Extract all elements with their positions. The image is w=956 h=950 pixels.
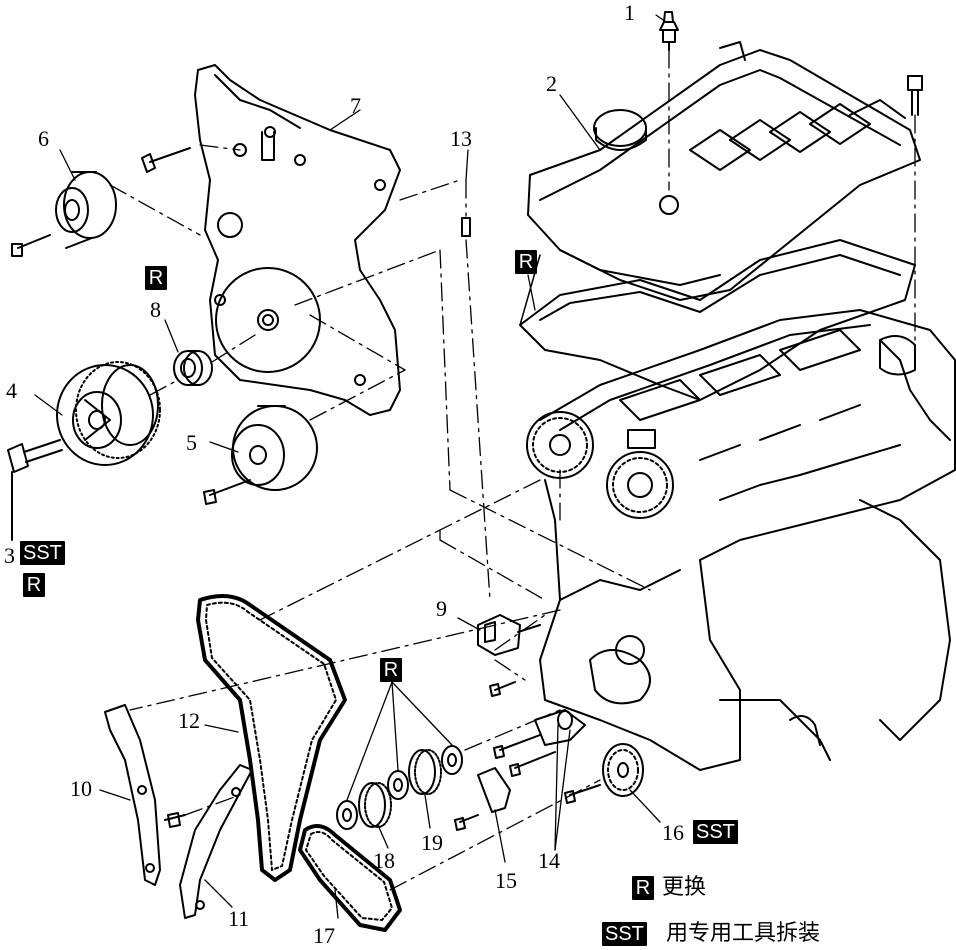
callout-18: 18	[373, 848, 395, 873]
part-16-pump-sprocket	[602, 743, 644, 797]
callout-10: 10	[70, 776, 92, 801]
part-3-bolt	[7, 439, 63, 541]
callout-14: 14	[538, 848, 560, 873]
callout-2: 2	[546, 71, 557, 96]
part-8-oil-seal	[173, 334, 256, 386]
callout-15: 15	[495, 868, 517, 893]
replace-badge-3: R	[23, 573, 45, 597]
part-13-pin	[461, 179, 491, 601]
head-cover-gasket	[519, 239, 916, 401]
callout-3: 3	[4, 543, 15, 568]
callout-9: 9	[436, 596, 447, 621]
callout-4: 4	[6, 378, 17, 403]
part-14-15-oil-pump	[454, 709, 601, 831]
part-6-idler-pulley	[11, 171, 201, 257]
cylinder-block	[539, 479, 951, 771]
part-11-chain-guide	[179, 764, 253, 919]
part-17-oil-pump-chain	[298, 824, 402, 932]
sst-badge-3: SST	[20, 541, 65, 565]
cover-bolt	[907, 75, 923, 341]
part-2-head-cover	[527, 41, 921, 301]
replace-badge-8: R	[145, 266, 167, 290]
part-5-tensioner-pulley	[203, 314, 406, 505]
callout-8: 8	[150, 297, 161, 322]
legend-r-text: 更换	[662, 875, 707, 900]
callout-17: 17	[313, 923, 335, 948]
part-10-chain-guide	[104, 704, 241, 886]
cover-upper-bolt	[141, 144, 241, 173]
callout-13: 13	[450, 126, 472, 151]
callout-16: 16	[662, 820, 684, 845]
legend-r-symbol: R	[632, 876, 654, 900]
sst-badge-16: SST	[693, 820, 738, 844]
cam-sprockets	[526, 335, 916, 519]
cylinder-head	[539, 309, 956, 561]
callout-12: 12	[178, 708, 200, 733]
callout-6: 6	[38, 126, 49, 151]
callout-1: 1	[624, 0, 635, 25]
callout-5: 5	[186, 430, 197, 455]
part-7-front-cover	[194, 64, 401, 416]
part-12-timing-chain	[196, 594, 347, 882]
callout-7: 7	[350, 93, 361, 118]
replace-badge-washers: R	[380, 658, 402, 682]
guide-lines	[129, 179, 651, 891]
part-4-crank-pulley	[56, 361, 179, 466]
callout-19: 19	[421, 830, 443, 855]
legend-sst-symbol: SST	[602, 922, 647, 946]
replace-badge-gasket: R	[515, 250, 537, 274]
part-18-19-sprockets	[336, 745, 463, 830]
callout-11: 11	[228, 906, 250, 931]
legend-sst-text: 用专用工具拆装	[666, 921, 821, 946]
leader-lines	[34, 14, 667, 919]
part-9-chain-tensioner	[477, 614, 541, 697]
